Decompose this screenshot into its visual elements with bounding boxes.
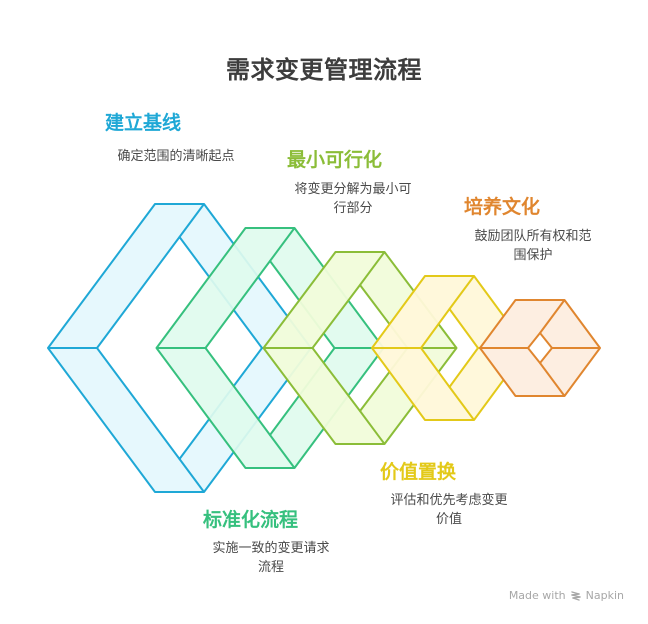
stage-heading-value-exchange: 价值置换	[380, 461, 457, 483]
stage-heading-standardize: 标准化流程	[203, 509, 299, 531]
desc-line: 鼓励团队所有权和范	[474, 229, 592, 244]
desc-line: 流程	[257, 560, 284, 575]
desc-line: 评估和优先考虑变更	[390, 493, 508, 508]
desc-line: 行部分	[333, 201, 373, 216]
desc-line: 价值	[435, 512, 462, 527]
made-with-label: Made with	[508, 589, 566, 602]
stage-heading-baseline: 建立基线	[105, 112, 182, 134]
stage-description-standardize: 实施一致的变更请求 流程	[196, 539, 346, 577]
stage-heading-minimum-viable: 最小可行化	[287, 149, 383, 171]
stage-heading-culture: 培养文化	[464, 196, 541, 218]
stage-description-value-exchange: 评估和优先考虑变更 价值	[374, 491, 524, 529]
stage-description-minimum-viable: 将变更分解为最小可 行部分	[278, 180, 428, 218]
stage-description-baseline: 确定范围的清晰起点	[96, 147, 256, 166]
napkin-logo-icon	[570, 590, 581, 601]
stage-shape-culture	[479, 299, 601, 397]
desc-line: 实施一致的变更请求	[212, 541, 330, 556]
diagram-title: 需求变更管理流程	[226, 56, 422, 84]
desc-line: 确定范围的清晰起点	[117, 149, 235, 164]
napkin-brand-label: Napkin	[585, 589, 624, 602]
stage-description-culture: 鼓励团队所有权和范 围保护	[458, 227, 608, 265]
desc-line: 围保护	[513, 248, 553, 263]
made-with-napkin-badge[interactable]: Made with Napkin	[509, 589, 624, 602]
desc-line: 将变更分解为最小可	[294, 182, 412, 197]
